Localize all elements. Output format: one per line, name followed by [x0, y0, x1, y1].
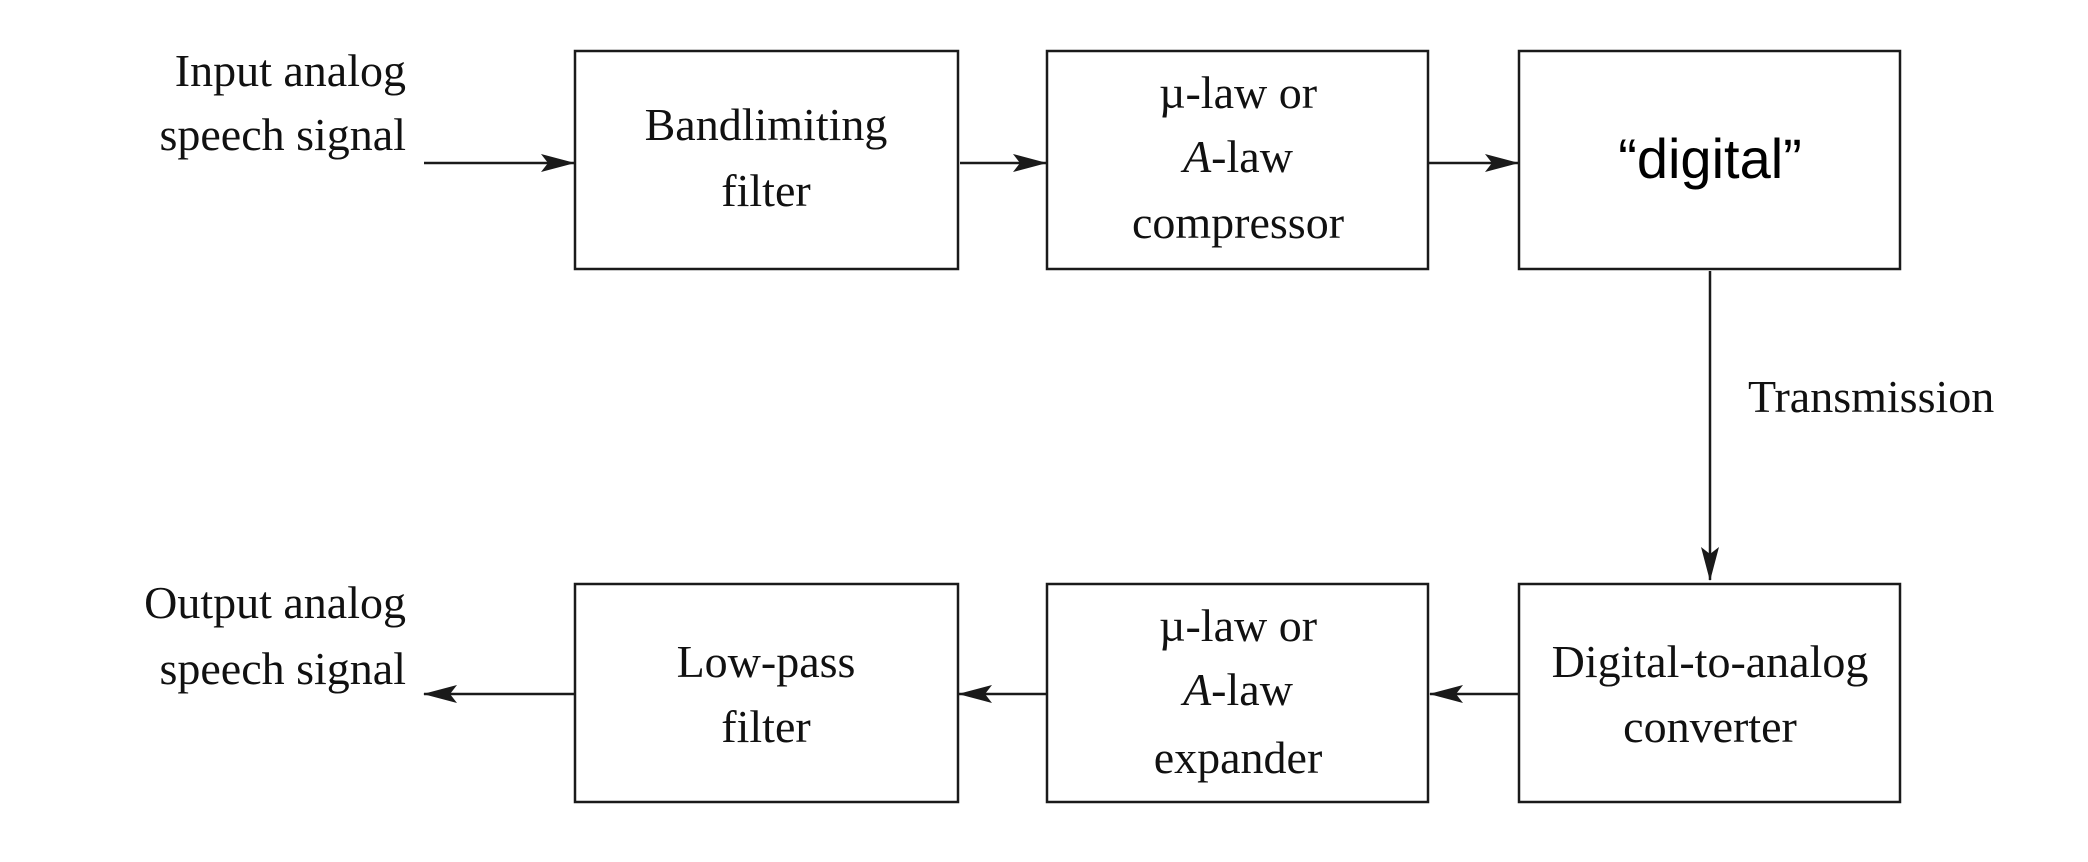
digital-box [1517, 49, 1902, 271]
bandlimiting-filter-block: Bandlimiting filter [573, 49, 960, 271]
digital-label: “digital” [1618, 127, 1802, 190]
output-label-line2: speech signal [159, 643, 406, 694]
lowpass-filter-line1: Low-pass [677, 636, 856, 687]
compressor-line2: A-law [1180, 131, 1294, 182]
expander-box [1045, 582, 1430, 804]
input-label-line1: Input analog [175, 45, 406, 96]
input-signal-label: Input analog speech signal [159, 45, 406, 160]
compressor-line2-rest: -law [1211, 131, 1294, 182]
output-signal-label: Output analog speech signal [144, 577, 406, 694]
transmission-label: Transmission [1748, 371, 1994, 422]
bandlimiting-filter-line2: filter [721, 165, 810, 216]
output-label-line1: Output analog [144, 577, 406, 628]
input-label-line2: speech signal [159, 109, 406, 160]
dac-line1: Digital-to-analog [1552, 636, 1869, 687]
bandlimiting-filter-box [573, 49, 960, 271]
expander-block: µ-law or A-law expander [1045, 582, 1430, 804]
dac-box [1517, 582, 1902, 804]
dac-block: Digital-to-analog converter [1517, 582, 1902, 804]
expander-line2-italic: A [1180, 664, 1212, 715]
lowpass-filter-block: Low-pass filter [573, 582, 960, 804]
dac-line2: converter [1623, 701, 1797, 752]
compressor-line2-italic: A [1180, 131, 1212, 182]
compressor-box [1045, 49, 1430, 271]
expander-line2: A-law [1180, 664, 1294, 715]
bandlimiting-filter-line1: Bandlimiting [645, 99, 888, 150]
expander-line1: µ-law or [1159, 600, 1317, 651]
lowpass-filter-box [573, 582, 960, 804]
expander-line2-rest: -law [1211, 664, 1294, 715]
lowpass-filter-line2: filter [721, 701, 810, 752]
compressor-line3: compressor [1132, 197, 1344, 248]
compressor-block: µ-law or A-law compressor [1045, 49, 1430, 271]
compressor-line1: µ-law or [1159, 67, 1317, 118]
expander-line3: expander [1154, 732, 1323, 783]
digital-block: “digital” [1517, 49, 1902, 271]
